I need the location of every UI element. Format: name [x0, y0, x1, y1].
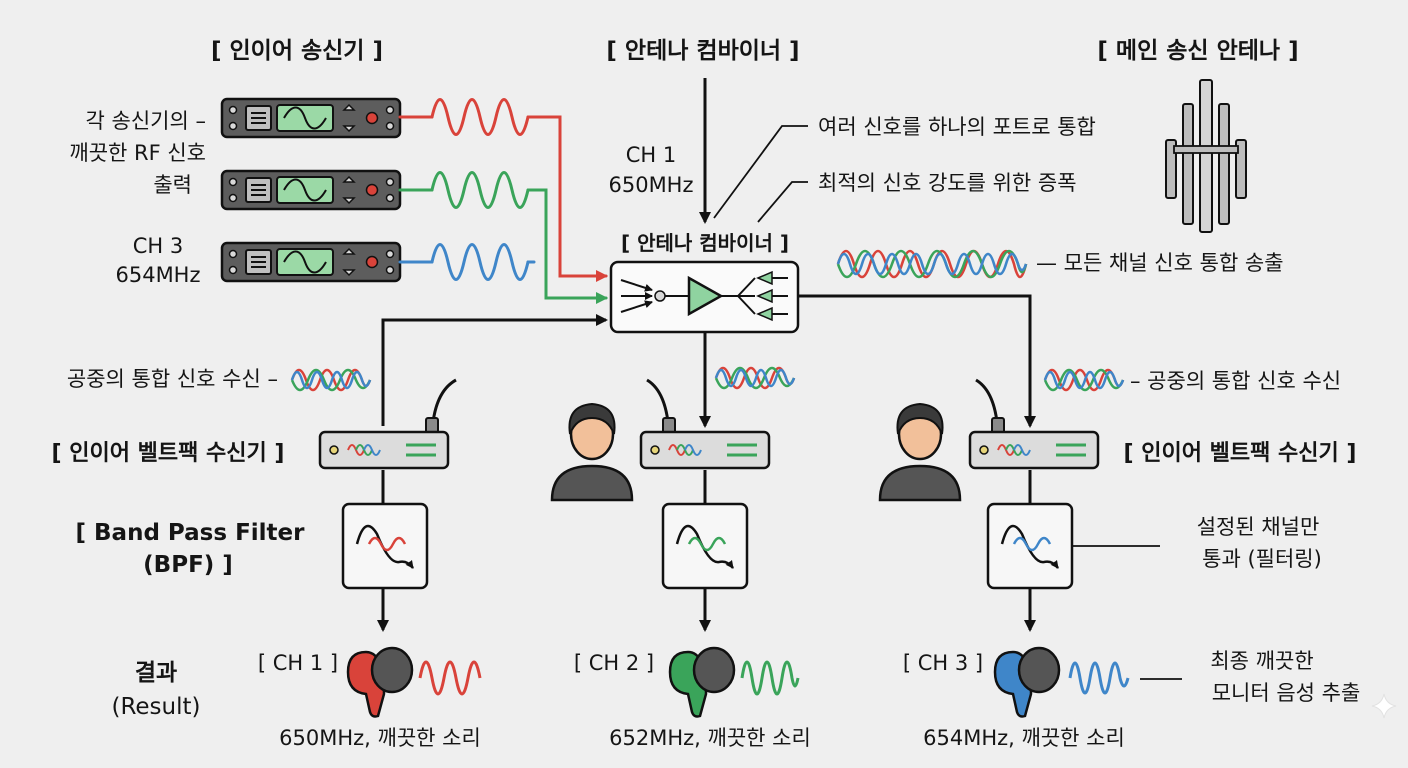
earphone-ch2-icon: [668, 646, 736, 718]
amplifier-icon: [687, 275, 724, 317]
arrow-to-right-receiver: [798, 294, 1036, 428]
ch1-tx-line-2: 650MHz: [608, 173, 693, 197]
receive-left-wave: [290, 368, 372, 392]
ch3-tx-line-2: 654MHz: [115, 263, 200, 287]
bpf-filter-left: [341, 502, 429, 590]
combine-ports-label: 여러 신호를 하나의 포트로 통합: [818, 115, 1096, 139]
bpf-line-2: (BPF) ]: [143, 552, 233, 578]
beltpack-left-label: [ 인이어 벨트팩 수신기 ]: [52, 441, 285, 466]
ch1-tx-label: CH 1 650MHz: [608, 143, 693, 197]
amplify-label: 최적의 신호 강도를 위한 증폭: [818, 171, 1077, 195]
ch3-blue-signal: [398, 243, 536, 281]
tx-output-label: 각 송신기의 – 깨끗한 RF 신호 출력: [69, 109, 206, 197]
main-antenna-icon: [1165, 79, 1247, 233]
earphone-ch3-icon: [993, 646, 1061, 718]
amplify-leader: [757, 181, 808, 223]
ch1-red-signal: [398, 98, 608, 282]
person-icon-center: [550, 402, 634, 502]
beltpack-right: [968, 378, 1100, 470]
ch3-tx-line-1: CH 3: [133, 234, 184, 258]
sparkle-icon: [1371, 693, 1397, 719]
receive-right-label: – 공중의 통합 신호 수신: [1130, 369, 1341, 393]
person-icon-right: [878, 402, 962, 502]
ch1-output-wave: [418, 660, 482, 696]
final-desc-line-2: 모니터 음성 추출: [1212, 681, 1361, 705]
ch1-result-label: [ CH 1 ]: [258, 651, 338, 675]
ch3-tx-label: CH 3 654MHz: [115, 234, 200, 287]
ch1-result-desc: 650MHz, 깨끗한 소리: [279, 726, 481, 750]
final-desc-label: 최종 깨끗한 모니터 음성 추출: [1210, 649, 1360, 705]
broadcast-label: — 모든 채널 신호 통합 송출: [1036, 251, 1284, 275]
ch3-result-label: [ CH 3 ]: [903, 651, 983, 675]
earphone-ch1-icon: [346, 646, 414, 718]
broadcast-combined-wave: [836, 249, 1028, 279]
transmitter-3: [220, 241, 402, 283]
ch3-output-wave: [1068, 661, 1130, 695]
filter-desc-line-2: 통과 (필터링): [1202, 547, 1322, 571]
bpf-filter-center: [661, 502, 749, 590]
beltpack-right-label: [ 인이어 벨트팩 수신기 ]: [1124, 441, 1357, 466]
result-line-2: (Result): [111, 694, 200, 720]
bpf-line-1: [ Band Pass Filter: [76, 520, 306, 546]
ch3-result-desc: 654MHz, 깨끗한 소리: [923, 726, 1125, 750]
receive-center-wave: [714, 366, 796, 390]
result-line-1: 결과: [135, 660, 177, 686]
combine-ports-leader: [713, 125, 808, 219]
arrow-left-loop: [381, 314, 608, 426]
bpf-label: [ Band Pass Filter (BPF) ]: [76, 520, 306, 578]
transmitters-header: [ 인이어 송신기 ]: [211, 38, 383, 64]
bpf-filter-right: [986, 502, 1074, 590]
receive-left-label: 공중의 통합 신호 수신 –: [67, 367, 278, 391]
tx-output-line-3: 출력: [153, 173, 192, 197]
filter-desc-line-1: 설정된 채널만: [1197, 515, 1320, 539]
transmitter-2: [220, 169, 402, 211]
antenna-combiner: [609, 260, 800, 334]
combiner-box-title: [ 안테나 컴바이너 ]: [621, 231, 789, 255]
combiner-top-header: [ 안테나 컴바이너 ]: [606, 38, 799, 64]
ch2-output-wave: [740, 660, 800, 696]
final-desc-line-1: 최종 깨끗한: [1210, 649, 1313, 673]
receive-right-wave: [1043, 368, 1125, 392]
ch2-result-label: [ CH 2 ]: [574, 651, 654, 675]
ch2-result-desc: 652MHz, 깨끗한 소리: [609, 726, 811, 750]
ch1-tx-line-1: CH 1: [626, 143, 677, 167]
result-label: 결과 (Result): [111, 660, 200, 720]
transmitter-1: [220, 97, 402, 139]
beltpack-left: [318, 378, 457, 470]
tx-output-line-2: 깨끗한 RF 신호: [69, 141, 206, 165]
filter-desc-label: 설정된 채널만 통과 (필터링): [1197, 515, 1322, 571]
tx-output-line-1: 각 송신기의 –: [86, 109, 206, 133]
ch2-green-signal: [398, 171, 608, 304]
main-antenna-header: [ 메인 송신 안테나 ]: [1097, 38, 1298, 64]
beltpack-center: [639, 378, 771, 470]
